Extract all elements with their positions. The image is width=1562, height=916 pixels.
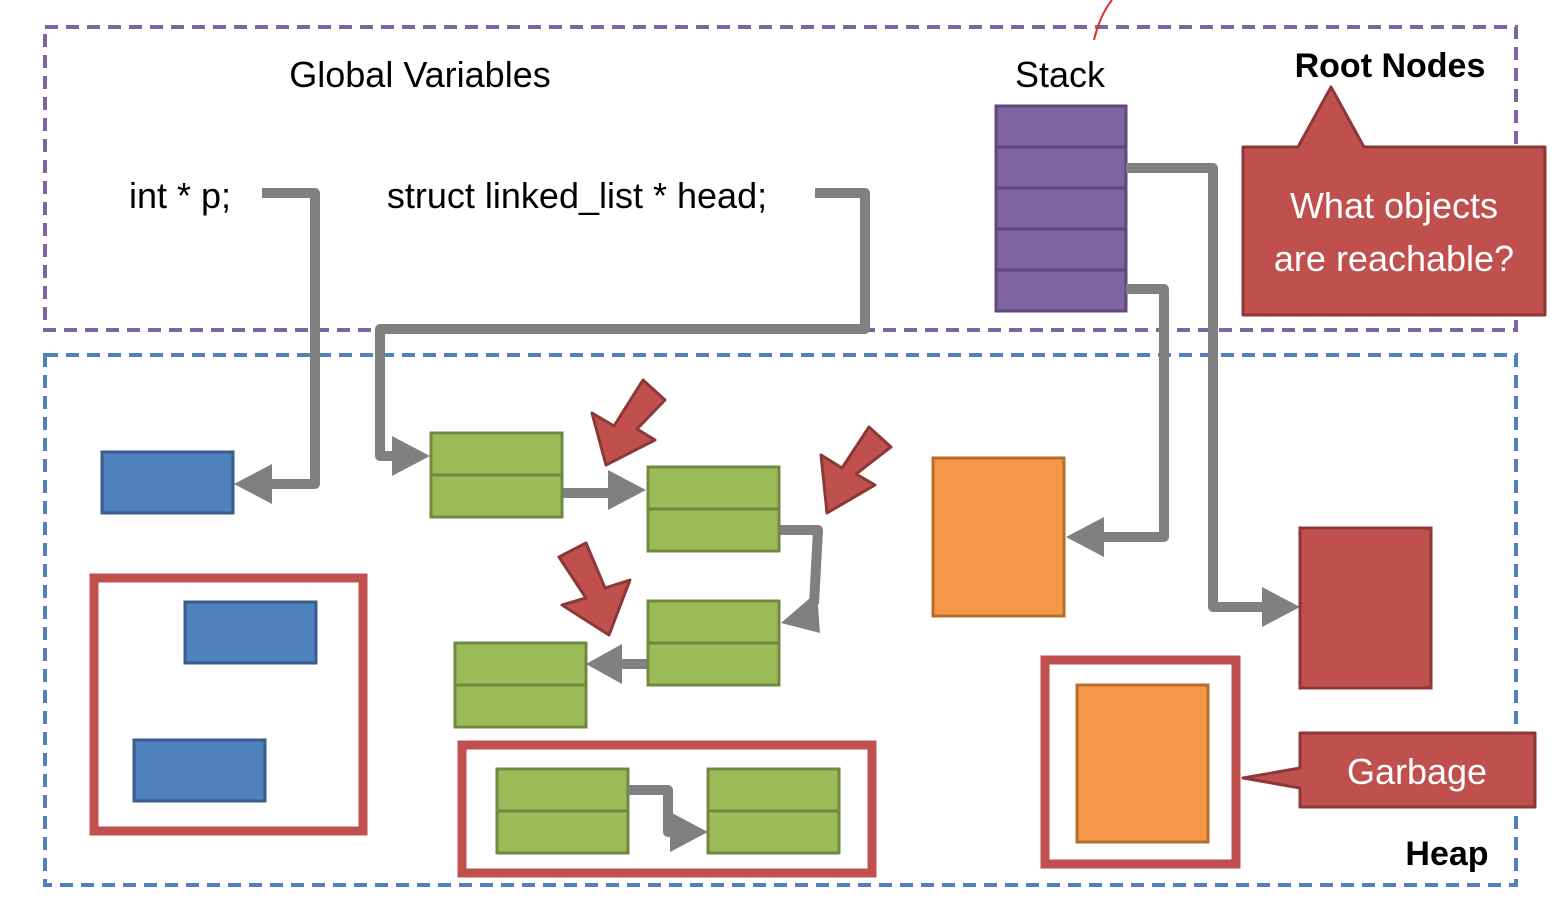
highlight-arrows — [557, 378, 893, 637]
arrowhead — [586, 644, 622, 684]
arrowhead — [781, 592, 820, 633]
question-line-2: are reachable? — [1274, 238, 1514, 279]
pointer-stack-to-orange — [1102, 284, 1169, 542]
red-highlight-arrow — [590, 378, 667, 467]
stack-frame — [994, 268, 1128, 313]
pointer-head-to-list — [375, 188, 870, 461]
garbage-object-blue — [132, 738, 267, 803]
garbage-label: Garbage — [1347, 751, 1487, 792]
pointer-arrows — [262, 163, 1265, 837]
global-variables-title: Global Variables — [289, 54, 550, 95]
stack-frame — [994, 104, 1128, 149]
linked-list-node — [453, 641, 588, 729]
heap-object-orange — [931, 456, 1066, 618]
arrowhead — [392, 436, 430, 476]
pointer-stack-to-red — [1126, 163, 1265, 612]
red-highlight-arrow — [557, 541, 632, 637]
arrowhead — [234, 464, 272, 504]
linked-list-node — [646, 465, 781, 553]
question-line-1: What objects — [1290, 185, 1498, 226]
garbage-callout: Garbage — [1241, 731, 1537, 809]
arrowhead — [670, 812, 708, 852]
question-callout: What objects are reachable? — [1241, 85, 1547, 317]
stack-frame — [994, 145, 1128, 190]
garbage-object-orange — [1075, 683, 1210, 844]
heap-region — [43, 353, 1518, 887]
stack-frame — [994, 186, 1128, 231]
garbage-group-blue — [89, 573, 368, 836]
global-var-head: struct linked_list * head; — [387, 175, 767, 216]
red-highlight-arrow — [819, 425, 893, 515]
linked-list-node — [429, 431, 564, 519]
garbage-group-orange — [1040, 655, 1241, 869]
garbage-list-node — [706, 767, 841, 813]
stack-frame — [994, 227, 1128, 272]
global-var-p: int * p; — [129, 175, 231, 216]
garbage-list-node — [495, 767, 630, 813]
arrowhead — [1066, 517, 1104, 557]
stack-title: Stack — [1015, 54, 1106, 95]
arrowhead — [1262, 587, 1300, 627]
pointer-list-next-2 — [780, 525, 823, 605]
garbage-group-list — [457, 740, 877, 878]
heap-label: Heap — [1405, 835, 1488, 873]
garbage-object-blue — [183, 600, 318, 665]
pointer-p-to-blue-object — [262, 188, 320, 489]
heap-object-blue — [100, 450, 235, 515]
arrowhead — [608, 470, 646, 510]
garbage-list-node — [706, 809, 841, 855]
root-nodes-label: Root Nodes — [1295, 47, 1486, 85]
garbage-list-node — [495, 809, 630, 855]
annotation-stroke — [1093, 0, 1113, 41]
heap-object-red — [1298, 526, 1433, 690]
linked-list-node — [646, 599, 781, 687]
stack — [994, 104, 1128, 313]
